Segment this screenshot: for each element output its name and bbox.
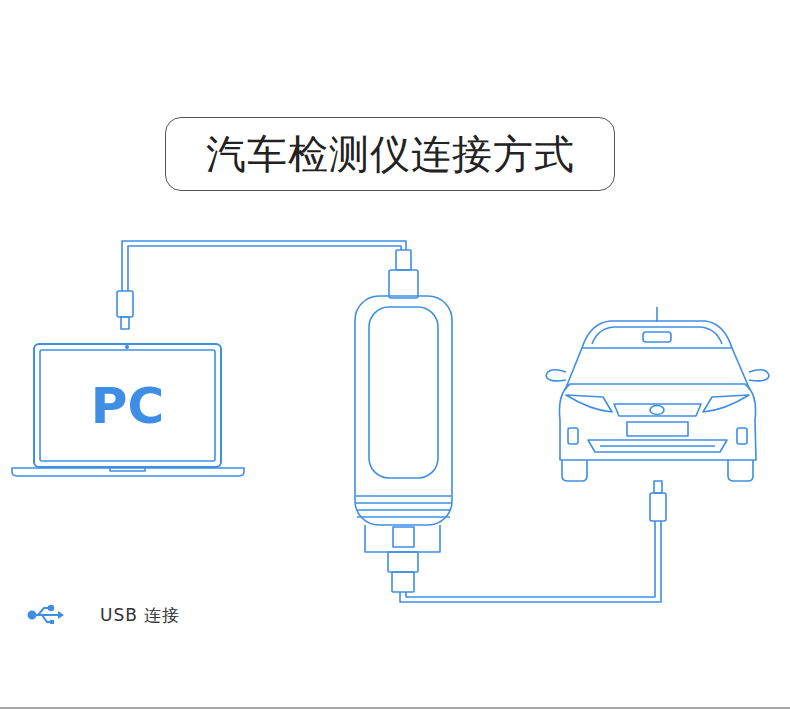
title: 汽车检测仪连接方式 (206, 127, 575, 182)
legend-label: USB 连接 (100, 604, 180, 627)
car (546, 307, 769, 481)
laptop (12, 346, 244, 476)
obd-device (355, 296, 452, 592)
usb-symbol (29, 606, 65, 624)
node-label: PC (91, 377, 164, 435)
title-box: 汽车检测仪连接方式 (165, 117, 615, 191)
bottom-rule (0, 707, 790, 709)
car-cable (400, 481, 666, 602)
legend-entry: USB 连接 (100, 604, 180, 627)
laptop-screen: PC (33, 343, 222, 468)
